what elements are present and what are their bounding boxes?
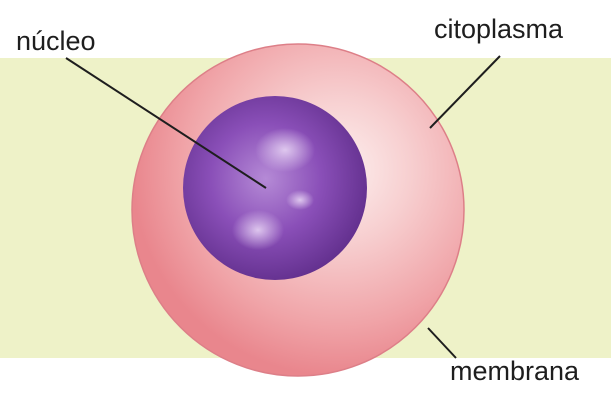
- cell-nucleus: [183, 96, 367, 280]
- cytoplasm-label: citoplasma: [434, 16, 563, 43]
- nucleus-highlight: [286, 190, 314, 210]
- membrane-label: membrana: [450, 358, 579, 385]
- nucleus-label: núcleo: [16, 28, 96, 55]
- nucleus-highlight: [255, 128, 315, 172]
- nucleus-highlight: [232, 210, 284, 250]
